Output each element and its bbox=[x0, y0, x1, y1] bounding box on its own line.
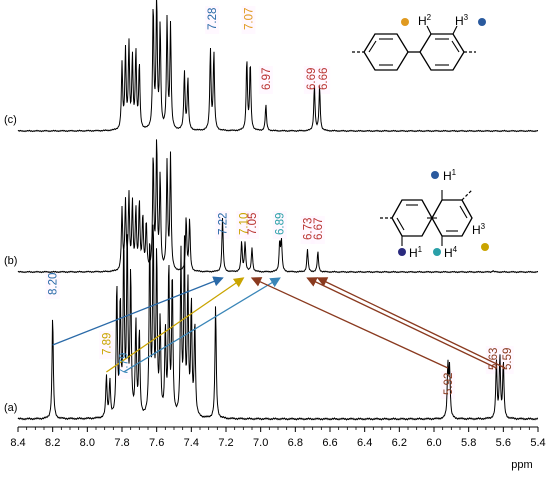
h4-dot bbox=[433, 248, 441, 256]
peak-label-0-0: 8.20 bbox=[48, 273, 60, 295]
peak-label-0-2: 7.79 bbox=[119, 353, 131, 375]
biphenyl-structure: H2 H3 bbox=[352, 13, 486, 71]
peak-label-0-1: 7.89 bbox=[101, 333, 113, 355]
h1-bottom-dot bbox=[398, 248, 406, 256]
peak-label-1-3: 6.89 bbox=[275, 213, 287, 235]
x-tick-label-10: 6.4 bbox=[357, 437, 372, 449]
peak-label-1-1: 7.10 bbox=[238, 213, 250, 235]
spectrum-trace-1 bbox=[17, 139, 539, 274]
h2-dot bbox=[401, 18, 409, 26]
x-tick-label-14: 5.6 bbox=[496, 437, 511, 449]
shift-arrow-0 bbox=[52, 276, 224, 346]
peak-label-2-3: 6.69 bbox=[306, 68, 318, 90]
peak-label-2-4: 6.66 bbox=[318, 68, 330, 90]
peak-label-1-2: 7.05 bbox=[247, 213, 259, 235]
label-highlights bbox=[45, 6, 514, 399]
series-label-2: (c) bbox=[4, 114, 17, 126]
x-tick-label-1: 8.2 bbox=[45, 437, 60, 449]
peak-label-2-1: 7.07 bbox=[244, 8, 256, 30]
peak-label-1-4: 6.73 bbox=[302, 218, 314, 240]
h3-dot bbox=[478, 18, 486, 26]
label-bg-0-0 bbox=[45, 271, 60, 299]
x-tick-label-12: 6.0 bbox=[426, 437, 441, 449]
spectrum-trace-0 bbox=[17, 224, 539, 421]
x-tick-label-2: 8.0 bbox=[80, 437, 95, 449]
h3-label-naph: H3 bbox=[472, 222, 486, 237]
x-tick-label-8: 6.8 bbox=[288, 437, 303, 449]
x-tick-label-5: 7.4 bbox=[184, 437, 199, 449]
shift-arrow-2 bbox=[123, 277, 281, 373]
h1-bottom-label: H1 bbox=[409, 245, 423, 260]
peak-label-2-2: 6.97 bbox=[261, 68, 273, 90]
shift-arrow-4 bbox=[306, 277, 497, 369]
peak-label-2-0: 7.28 bbox=[207, 8, 219, 30]
x-tick-label-15: 5.4 bbox=[530, 437, 545, 449]
peak-label-0-5: 5.59 bbox=[502, 348, 514, 370]
shift-arrows bbox=[52, 276, 506, 373]
x-tick-label-9: 6.6 bbox=[322, 437, 337, 449]
x-axis: 8.4 8.2 8.0 7.8 7.6 7.4 7.2 7.0 6.8 6.6 6.4 6.2 6.0 5… bbox=[10, 426, 546, 471]
peak-label-0-3: 5.92 bbox=[443, 373, 455, 395]
h3-label: H3 bbox=[455, 13, 469, 28]
x-tick-label-13: 5.8 bbox=[461, 437, 476, 449]
label-bg-1-3 bbox=[272, 211, 287, 239]
h2-label: H2 bbox=[418, 13, 432, 28]
shift-arrow-3 bbox=[250, 277, 449, 369]
shift-arrow-1 bbox=[106, 277, 245, 373]
label-bg-2-1 bbox=[241, 6, 256, 34]
peak-label-1-0: 7.22 bbox=[218, 213, 230, 235]
label-bg-1-2 bbox=[245, 211, 259, 239]
h4-label: H4 bbox=[444, 245, 458, 260]
label-bg-2-2 bbox=[258, 66, 273, 94]
x-tick-label-11: 6.2 bbox=[392, 437, 407, 449]
label-bg-0-1 bbox=[99, 331, 114, 359]
series-label-0: (a) bbox=[4, 402, 17, 414]
x-tick-label-3: 7.8 bbox=[114, 437, 129, 449]
spectra-traces bbox=[17, 0, 539, 421]
h3-dot-naph bbox=[481, 243, 489, 251]
series-label-1: (b) bbox=[4, 255, 17, 267]
series-labels: (a) (b) (c) bbox=[4, 114, 17, 414]
h1-top-dot bbox=[431, 171, 439, 179]
label-bg-0-3 bbox=[440, 371, 455, 399]
spectrum-trace-2 bbox=[17, 0, 539, 133]
x-tick-label-6: 7.2 bbox=[218, 437, 233, 449]
x-axis-label: ppm bbox=[511, 459, 532, 471]
label-bg-2-0 bbox=[205, 6, 220, 34]
shift-arrow-5 bbox=[316, 277, 506, 369]
x-tick-label-4: 7.6 bbox=[149, 437, 164, 449]
x-tick-label-0: 8.4 bbox=[10, 437, 25, 449]
h1-top-label: H1 bbox=[443, 168, 457, 183]
peak-label-1-5: 6.67 bbox=[313, 218, 325, 240]
x-tick-label-7: 7.0 bbox=[253, 437, 268, 449]
label-bg-1-5 bbox=[310, 216, 325, 244]
peak-label-0-4: 5.63 bbox=[488, 348, 500, 370]
naphthalene-structure: H1 H3 H1 H4 bbox=[380, 168, 489, 260]
